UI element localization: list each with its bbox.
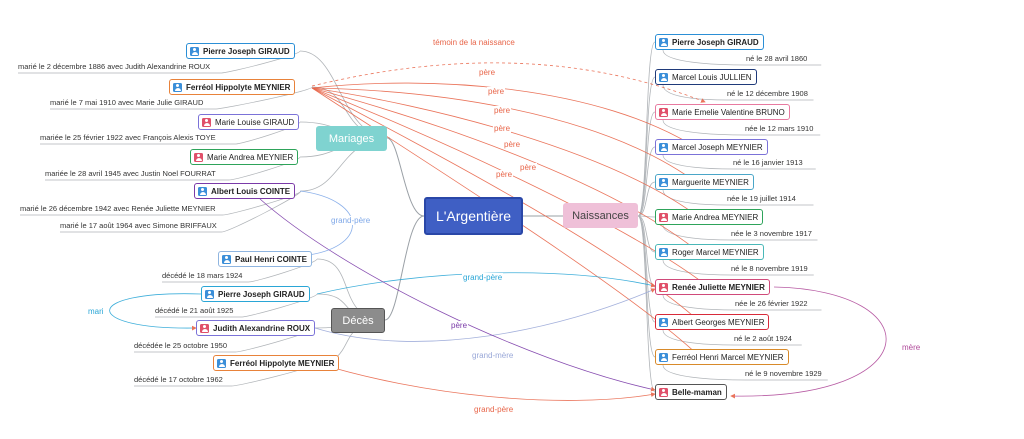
male-person-icon xyxy=(659,317,668,327)
event-detail[interactable]: marié le 17 août 1964 avec Simone BRIFFA… xyxy=(60,221,217,230)
relation-label: père xyxy=(493,124,512,133)
female-person-icon xyxy=(659,387,668,397)
mariages-person-node[interactable]: Pierre Joseph GIRAUD xyxy=(186,43,295,59)
male-person-icon xyxy=(659,72,668,82)
deces-person-node[interactable]: Ferréol Hippolyte MEYNIER xyxy=(213,355,340,371)
male-person-icon xyxy=(222,254,231,264)
male-person-icon xyxy=(659,177,668,187)
event-detail[interactable]: marié le 2 décembre 1886 avec Judith Ale… xyxy=(18,62,211,71)
female-person-icon xyxy=(202,117,211,127)
female-person-icon xyxy=(194,152,203,162)
naissances-person-node[interactable]: Marguerite MEYNIER xyxy=(655,174,754,190)
female-person-icon xyxy=(659,212,668,222)
male-person-icon xyxy=(205,289,214,299)
person-name: Marguerite MEYNIER xyxy=(672,177,749,187)
event-detail[interactable]: né le 28 avril 1860 xyxy=(746,54,808,63)
person-name: Marie Andrea MEYNIER xyxy=(672,212,759,222)
person-name: Marcel Joseph MEYNIER xyxy=(672,142,763,152)
male-person-icon xyxy=(198,186,207,196)
event-detail[interactable]: née le 19 juillet 1914 xyxy=(727,194,796,203)
person-name: Marie Emelie Valentine BRUNO xyxy=(672,107,785,117)
event-detail[interactable]: né le 9 novembre 1929 xyxy=(745,369,822,378)
naissances-person-node[interactable]: Ferréol Henri Marcel MEYNIER xyxy=(655,349,789,365)
event-detail[interactable]: marié le 7 mai 1910 avec Marie Julie GIR… xyxy=(50,98,204,107)
naissances-person-node[interactable]: Pierre Joseph GIRAUD xyxy=(655,34,764,50)
person-name: Marie Andrea MEYNIER xyxy=(207,152,294,162)
male-person-icon xyxy=(659,247,668,257)
male-person-icon xyxy=(659,37,668,47)
relation-label: père xyxy=(495,170,514,179)
relation-label: grand-père xyxy=(473,405,515,414)
relation-label: père xyxy=(519,163,538,172)
deces-person-node[interactable]: Judith Alexandrine ROUX xyxy=(196,320,316,336)
mariages-person-node[interactable]: Marie Andrea MEYNIER xyxy=(190,149,299,165)
branch-deces[interactable]: Décès xyxy=(331,308,385,333)
naissances-person-node[interactable]: Albert Georges MEYNIER xyxy=(655,314,770,330)
relation-label: grand-père xyxy=(330,216,372,225)
mariages-person-node[interactable]: Albert Louis COINTE xyxy=(194,183,296,199)
relation-label: père xyxy=(450,321,469,330)
male-person-icon xyxy=(659,352,668,362)
male-person-icon xyxy=(190,46,199,56)
deces-person-node[interactable]: Paul Henri COINTE xyxy=(218,251,313,267)
event-detail[interactable]: marié le 26 décembre 1942 avec Renée Jul… xyxy=(20,204,216,213)
naissances-person-node[interactable]: Marcel Louis JULLIEN xyxy=(655,69,757,85)
relation-label: mère xyxy=(901,343,922,352)
event-detail[interactable]: mariée le 25 février 1922 avec François … xyxy=(40,133,216,142)
naissances-person-node[interactable]: Marie Emelie Valentine BRUNO xyxy=(655,104,790,120)
relation-label: grand-mère xyxy=(471,351,515,360)
event-detail[interactable]: décédé le 21 août 1925 xyxy=(155,306,234,315)
person-name: Marcel Louis JULLIEN xyxy=(672,72,752,82)
person-name: Renée Juliette MEYNIER xyxy=(672,282,765,292)
event-detail[interactable]: née le 3 novembre 1917 xyxy=(731,229,812,238)
naissances-person-node[interactable]: Marie Andrea MEYNIER xyxy=(655,209,764,225)
event-detail[interactable]: né le 16 janvier 1913 xyxy=(733,158,803,167)
person-name: Paul Henri COINTE xyxy=(235,254,308,264)
male-person-icon xyxy=(217,358,226,368)
male-person-icon xyxy=(173,82,182,92)
deces-person-node[interactable]: Pierre Joseph GIRAUD xyxy=(201,286,310,302)
person-name: Roger Marcel MEYNIER xyxy=(672,247,759,257)
mariages-person-node[interactable]: Ferréol Hippolyte MEYNIER xyxy=(169,79,296,95)
branch-naissances[interactable]: Naissances xyxy=(563,203,638,228)
relation-label: mari xyxy=(87,307,105,316)
female-person-icon xyxy=(659,107,668,117)
naissances-person-node[interactable]: Belle-maman xyxy=(655,384,727,400)
relation-label: père xyxy=(503,140,522,149)
relation-label: grand-père xyxy=(462,273,504,282)
person-name: Judith Alexandrine ROUX xyxy=(213,323,311,333)
relation-label: père xyxy=(487,87,506,96)
event-detail[interactable]: mariée le 28 avril 1945 avec Justin Noel… xyxy=(45,169,216,178)
relation-label: témoin de la naissance xyxy=(432,38,516,47)
branch-mariages[interactable]: Mariages xyxy=(316,126,387,151)
person-name: Pierre Joseph GIRAUD xyxy=(203,46,290,56)
event-detail[interactable]: né le 2 août 1924 xyxy=(734,334,792,343)
event-detail[interactable]: décédé le 17 octobre 1962 xyxy=(134,375,223,384)
person-name: Albert Louis COINTE xyxy=(211,186,291,196)
event-detail[interactable]: décédé le 18 mars 1924 xyxy=(162,271,243,280)
person-name: Ferréol Hippolyte MEYNIER xyxy=(186,82,291,92)
female-person-icon xyxy=(659,282,668,292)
event-detail[interactable]: décédée le 25 octobre 1950 xyxy=(134,341,227,350)
relation-label: père xyxy=(493,106,512,115)
event-detail[interactable]: né le 8 novembre 1919 xyxy=(731,264,808,273)
event-detail[interactable]: née le 26 février 1922 xyxy=(735,299,808,308)
central-topic[interactable]: L'Argentière xyxy=(424,197,523,235)
person-name: Albert Georges MEYNIER xyxy=(672,317,765,327)
person-name: Ferréol Henri Marcel MEYNIER xyxy=(672,352,784,362)
person-name: Pierre Joseph GIRAUD xyxy=(218,289,305,299)
mariages-person-node[interactable]: Marie Louise GIRAUD xyxy=(198,114,300,130)
relation-label: père xyxy=(478,68,497,77)
person-name: Pierre Joseph GIRAUD xyxy=(672,37,759,47)
naissances-person-node[interactable]: Renée Juliette MEYNIER xyxy=(655,279,770,295)
naissances-person-node[interactable]: Marcel Joseph MEYNIER xyxy=(655,139,768,155)
naissances-person-node[interactable]: Roger Marcel MEYNIER xyxy=(655,244,764,260)
person-name: Marie Louise GIRAUD xyxy=(215,117,295,127)
person-name: Ferréol Hippolyte MEYNIER xyxy=(230,358,335,368)
male-person-icon xyxy=(659,142,668,152)
female-person-icon xyxy=(200,323,209,333)
event-detail[interactable]: né le 12 décembre 1908 xyxy=(727,89,808,98)
person-name: Belle-maman xyxy=(672,387,722,397)
event-detail[interactable]: née le 12 mars 1910 xyxy=(745,124,814,133)
